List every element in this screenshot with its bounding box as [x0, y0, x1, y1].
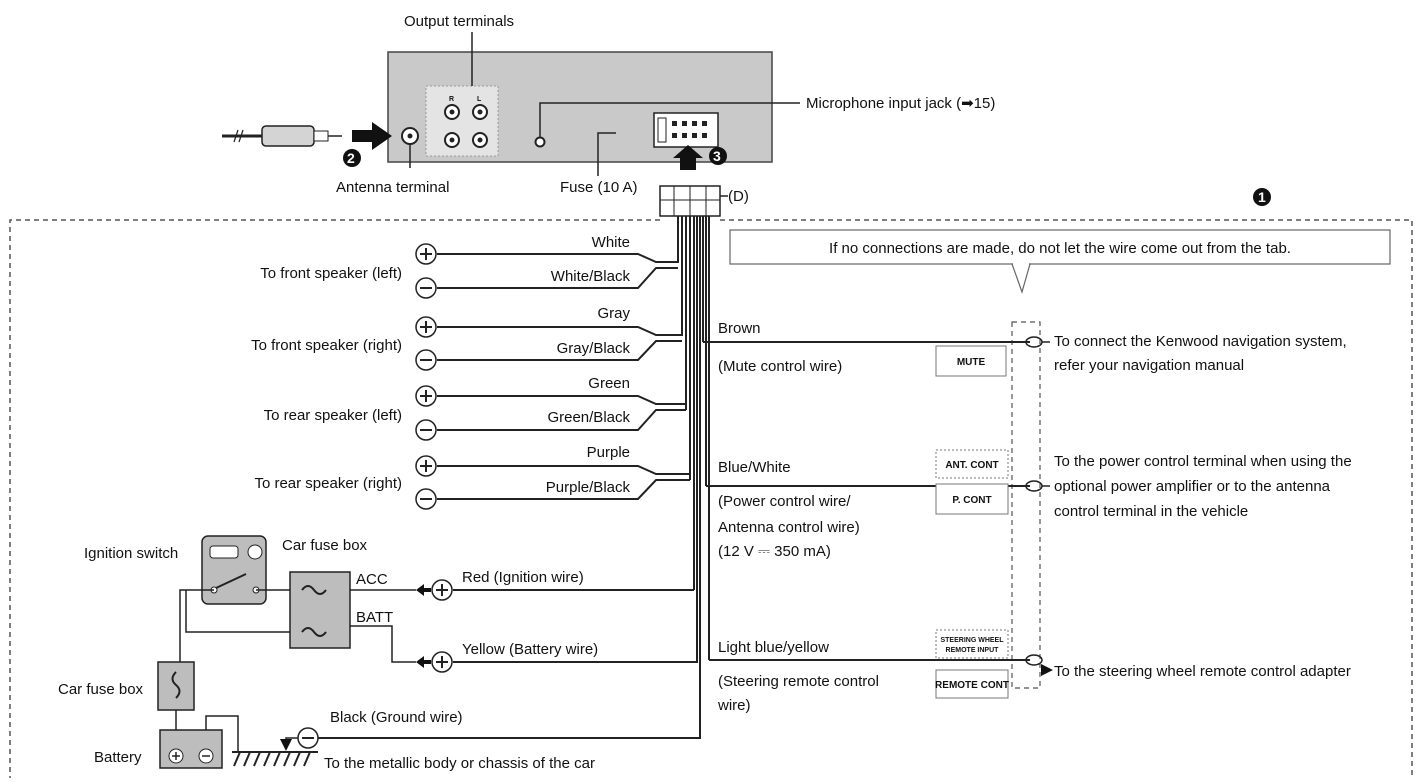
antenna-plug	[222, 125, 342, 147]
wire-green-black: Green/Black	[547, 409, 630, 426]
wire-purple: Purple	[587, 444, 630, 461]
light-blue-wire-label: Light blue/yellow	[718, 639, 829, 656]
harness-outline	[9, 219, 660, 778]
output-terminals-label: Output terminals	[404, 13, 514, 30]
svg-text:REMOTE CONT: REMOTE CONT	[935, 680, 1009, 691]
step1-badge	[1253, 188, 1271, 206]
blue-white-dest-line1: To the power control terminal when using…	[1054, 453, 1352, 470]
yellow-wire-label: Yellow (Battery wire)	[462, 641, 598, 658]
harness-plug	[659, 185, 728, 217]
blue-white-dest-line3: control terminal in the vehicle	[1054, 503, 1248, 520]
wire-bundle	[677, 216, 710, 726]
ant-cont-tag	[935, 449, 1009, 479]
batt-label: BATT	[356, 609, 393, 626]
speaker-front-left-label: To front speaker (left)	[260, 265, 402, 282]
connector-label: (D)	[728, 188, 749, 205]
arrow-step2	[352, 122, 392, 150]
step3-badge	[709, 147, 727, 165]
microphone-jack	[534, 136, 546, 148]
wire-green: Green	[588, 375, 630, 392]
acc-label: ACC	[356, 571, 388, 588]
black-wire-label: Black (Ground wire)	[330, 709, 463, 726]
microphone-label: Microphone input jack (➡15)	[806, 95, 995, 112]
note-text: If no connections are made, do not let t…	[829, 240, 1291, 257]
remote-cont-tag	[935, 669, 1009, 699]
step2-badge	[343, 149, 361, 167]
blue-white-dest-line2: optional power amplifier or to the anten…	[1054, 478, 1331, 495]
head-unit: R L Output terminals Microphone input ja…	[336, 13, 995, 196]
output-terminals-block	[425, 85, 499, 157]
blue-white-desc-line2: Antenna control wire)	[718, 519, 860, 536]
svg-text:ANT. CONT: ANT. CONT	[945, 460, 998, 471]
brown-wire-desc: (Mute control wire)	[718, 358, 842, 375]
speaker-rear-left-label: To rear speaker (left)	[264, 407, 402, 424]
blue-white-desc-line1: (Power control wire/	[718, 493, 851, 510]
svg-text:1: 1	[1258, 189, 1266, 205]
ignition-switch-label: Ignition switch	[84, 545, 178, 562]
ground-symbol	[232, 751, 318, 767]
brown-wire-label: Brown	[718, 320, 761, 337]
brown-dest-line1: To connect the Kenwood navigation system…	[1054, 333, 1347, 350]
svg-text:P. CONT: P. CONT	[952, 495, 991, 506]
svg-text:MUTE: MUTE	[957, 357, 986, 368]
wire-white-black: White/Black	[551, 268, 631, 285]
brown-dest-line2: refer your navigation manual	[1054, 357, 1244, 374]
blue-white-wire-label: Blue/White	[718, 459, 791, 476]
p-cont-tag	[935, 483, 1009, 515]
speaker-front-right-label: To front speaker (right)	[251, 337, 402, 354]
battery-label: Battery	[94, 749, 142, 766]
mute-tag	[935, 345, 1007, 377]
note-box	[729, 229, 1391, 265]
output-channel-left: L	[477, 96, 482, 103]
speaker-wires	[437, 242, 691, 500]
svg-text:3: 3	[713, 148, 721, 164]
blue-white-desc-line3: (12 V ⎓ 350 mA)	[718, 543, 831, 560]
ignition-switch	[201, 535, 267, 605]
wire-purple-black: Purple/Black	[546, 479, 631, 496]
speaker-labels: To front speaker (left) To front speaker…	[251, 234, 630, 496]
svg-text:STEERING WHEEL: STEERING WHEEL	[940, 637, 1004, 644]
light-blue-desc-line2: wire)	[717, 697, 751, 714]
svg-text:REMOTE INPUT: REMOTE INPUT	[946, 647, 1000, 654]
arrow-step3	[673, 145, 703, 170]
steering-input-tag	[935, 629, 1009, 659]
output-channel-right: R	[449, 96, 454, 103]
car-fuse-box-upper	[289, 571, 351, 649]
wire-gray: Gray	[597, 305, 630, 322]
light-blue-dest: To the steering wheel remote control ada…	[1054, 663, 1351, 680]
speaker-rear-right-label: To rear speaker (right)	[254, 475, 402, 492]
tab-enclosure	[1011, 321, 1041, 689]
car-fuse-box-lower	[157, 661, 195, 711]
antenna-label: Antenna terminal	[336, 179, 449, 196]
ground-description: To the metallic body or chassis of the c…	[324, 755, 595, 772]
svg-text:2: 2	[347, 150, 355, 166]
fuse-label: Fuse (10 A)	[560, 179, 638, 196]
power-wires	[318, 589, 701, 739]
car-fuse-box-upper-label: Car fuse box	[282, 537, 368, 554]
wire-white: White	[592, 234, 630, 251]
red-wire-label: Red (Ignition wire)	[462, 569, 584, 586]
light-blue-desc-line1: (Steering remote control	[718, 673, 879, 690]
car-fuse-box-lower-label: Car fuse box	[58, 681, 144, 698]
battery	[159, 729, 223, 769]
wire-gray-black: Gray/Black	[557, 340, 631, 357]
